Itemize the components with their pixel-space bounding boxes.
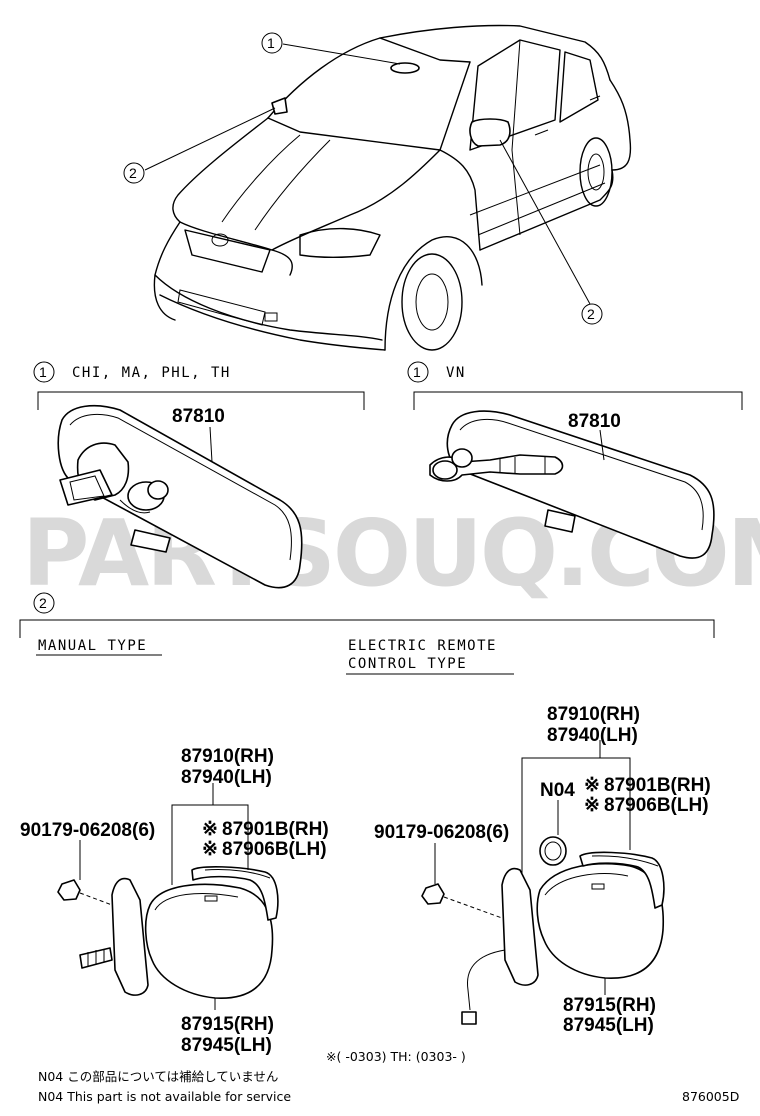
svg-text:1: 1 [267, 35, 275, 51]
svg-text:2: 2 [587, 306, 595, 322]
electric-cover-rh: 87901B(RH) [604, 775, 711, 796]
manual-cover-rh-number: 87901B(RH) [222, 819, 329, 840]
manual-glass-rh: 87915(RH) [181, 1014, 274, 1035]
svg-text:2: 2 [129, 165, 137, 181]
n04-note-japanese: N04 この部品については補給していません [38, 1069, 278, 1084]
variant-label-left: CHI, MA, PHL, TH [72, 365, 231, 381]
manual-screw: 90179-06208(6) [20, 820, 155, 841]
electric-cover-rh-mark: ※ [584, 775, 600, 796]
n04-note-english: N04 This part is not available for servi… [38, 1089, 291, 1104]
car-illustration [144, 24, 632, 351]
electric-glass-lh: 87945(LH) [563, 1015, 654, 1036]
bracket-left [37, 391, 365, 410]
electric-type-heading-line1: ELECTRIC REMOTE [348, 638, 497, 654]
bracket-section-2 [19, 619, 715, 638]
diagram-code: 876005D [682, 1089, 739, 1104]
electric-cover-lh: 87906B(LH) [604, 795, 709, 816]
variant-label-right: VN [446, 365, 466, 381]
part-number-87810-left: 87810 [172, 406, 225, 427]
manual-mirror-rh: 87910(RH) [181, 746, 274, 767]
section-1-right-header: 1 VN [407, 361, 466, 383]
electric-mirror-lh: 87940(LH) [547, 725, 638, 746]
manual-cover-lh-number: 87906B(LH) [222, 839, 327, 860]
svg-text:1: 1 [413, 364, 421, 380]
section-1-left-header: 1 CHI, MA, PHL, TH [33, 361, 231, 383]
electric-mirror-rh: 87910(RH) [547, 704, 640, 725]
callout-2-car-right: 2 [581, 303, 603, 325]
electric-n04: N04 [540, 780, 575, 801]
date-range-note: ※( -0303) TH: (0303- ) [326, 1049, 466, 1064]
inner-mirror-right [429, 410, 715, 559]
manual-door-mirror [57, 783, 279, 1010]
manual-mirror-lh: 87940(LH) [181, 767, 272, 788]
bracket-right [413, 391, 743, 410]
part-number-87810-right: 87810 [568, 411, 621, 432]
callout-1-car: 1 [261, 32, 283, 54]
svg-text:1: 1 [39, 364, 47, 380]
section-2-header: 2 [33, 592, 55, 614]
manual-glass-lh: 87945(LH) [181, 1035, 272, 1056]
manual-cover-rh: ※ [202, 819, 218, 840]
svg-text:2: 2 [39, 595, 47, 611]
callout-2-car-left: 2 [123, 162, 145, 184]
electric-screw: 90179-06208(6) [374, 822, 509, 843]
manual-type-heading: MANUAL TYPE [38, 638, 147, 654]
electric-cover-lh-mark: ※ [584, 795, 600, 816]
manual-cover-lh: ※ [202, 839, 218, 860]
electric-type-heading-line2: CONTROL TYPE [348, 656, 467, 672]
inner-mirror-left [57, 404, 303, 589]
electric-door-mirror [421, 740, 665, 1025]
electric-glass-rh: 87915(RH) [563, 995, 656, 1016]
